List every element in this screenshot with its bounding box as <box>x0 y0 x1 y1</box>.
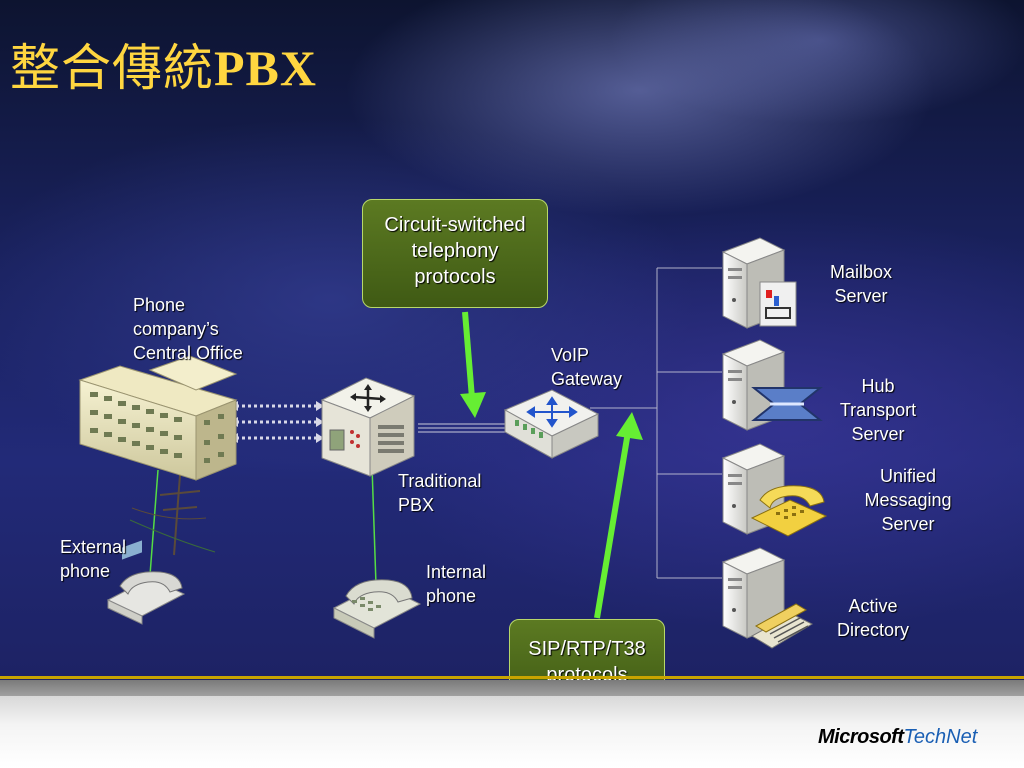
active-directory-server-icon <box>721 547 814 649</box>
server-bus <box>590 267 722 579</box>
label-line: Hub <box>861 376 895 396</box>
label-line: Gateway <box>551 369 623 389</box>
internal-phone-label: Internal phone <box>426 560 486 608</box>
hub-transport-server-icon <box>721 339 823 431</box>
label-line: Active <box>848 596 898 616</box>
external-phone-label: External phone <box>60 535 126 583</box>
callout-line: Circuit-switched <box>384 214 526 236</box>
label-line: Messaging <box>864 490 952 510</box>
sip-protocol-arrow <box>594 412 643 619</box>
active-directory-label: Active Directory <box>826 594 920 642</box>
callout-line: telephony <box>411 240 499 262</box>
label-line: Server <box>834 286 888 306</box>
label-line: VoIP <box>551 345 590 365</box>
label-line: Mailbox <box>829 262 893 282</box>
label-line: company’s <box>133 319 219 339</box>
central-office-label: Phone company’s Central Office <box>133 293 243 365</box>
unified-messaging-server-label: Unified Messaging Server <box>853 464 963 536</box>
logo-product: TechNet <box>903 726 978 748</box>
label-line: Traditional <box>398 471 482 491</box>
footer <box>0 696 1024 768</box>
label-line: PBX <box>398 495 435 515</box>
hub-transport-server-label: Hub Transport Server <box>828 374 928 446</box>
label-line: Phone <box>133 295 186 315</box>
central-office-building-icon <box>78 355 238 481</box>
label-line: Transport <box>839 400 917 420</box>
unified-messaging-server-icon <box>721 443 828 537</box>
trunk-lines <box>236 404 318 440</box>
internal-phone-wire <box>371 465 377 586</box>
microsoft-technet-logo: MicrosoftTechNet <box>818 726 977 749</box>
label-line: Unified <box>879 466 937 486</box>
label-line: Central Office <box>133 343 243 363</box>
label-line: Internal <box>426 562 487 582</box>
voip-gateway-label: VoIP Gateway <box>551 343 622 391</box>
circuit-protocol-arrow <box>460 311 486 418</box>
mailbox-server-icon <box>721 237 797 329</box>
external-phone-wire <box>149 469 159 576</box>
callout-line: SIP/RTP/T38 <box>528 638 646 660</box>
circuit-switched-callout: Circuit-switched telephony protocols <box>362 199 548 308</box>
title-cjk: 整合傳統 <box>10 39 214 97</box>
slide-title: 整合傳統PBX <box>10 28 317 100</box>
utility-pole-icon <box>129 474 216 556</box>
label-line: Directory <box>836 620 909 640</box>
footer-accent-line <box>0 676 1024 679</box>
external-phone-icon <box>106 540 186 625</box>
internal-phone-icon <box>332 579 422 639</box>
pbx-switch-icon <box>320 377 416 477</box>
pbx-gateway-link <box>418 423 510 433</box>
label-line: phone <box>426 586 477 606</box>
label-line: External <box>60 537 127 557</box>
traditional-pbx-label: Traditional PBX <box>398 469 481 517</box>
mailbox-server-label: Mailbox Server <box>816 260 906 308</box>
label-line: Server <box>881 514 935 534</box>
label-line: Server <box>851 424 905 444</box>
footer-band <box>0 680 1024 696</box>
callout-line: protocols <box>414 266 496 288</box>
logo-brand: Microsoft <box>818 726 904 748</box>
label-line: phone <box>60 561 111 581</box>
voip-gateway-router-icon <box>503 389 600 459</box>
title-latin: PBX <box>214 40 317 96</box>
